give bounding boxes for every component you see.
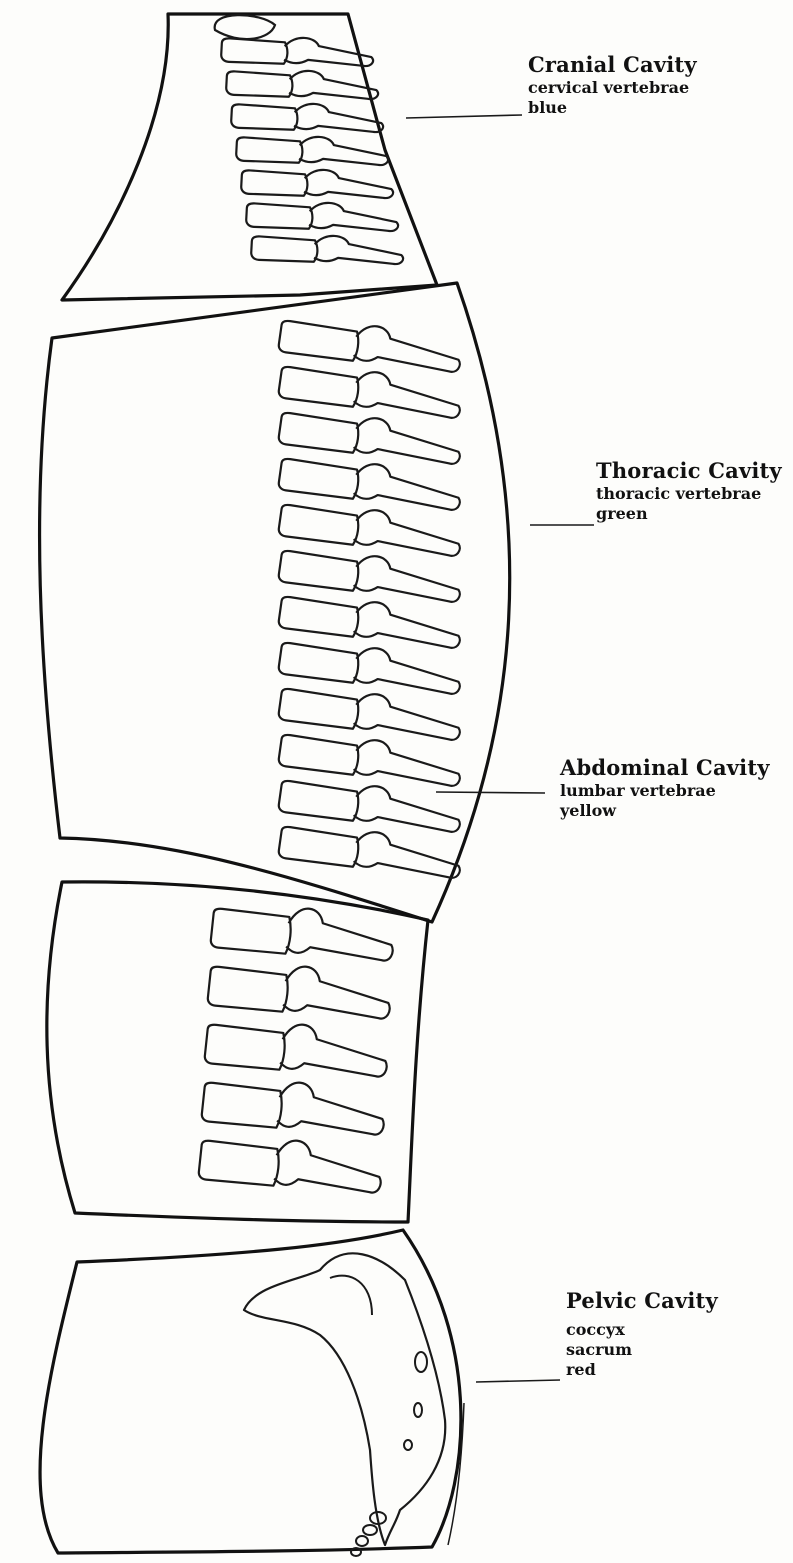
spinous-process	[286, 907, 397, 963]
abdominal-leader-line	[436, 792, 545, 793]
cranial-line-2: blue	[528, 98, 697, 118]
spinous-process	[309, 202, 399, 232]
spinous-process	[294, 103, 384, 133]
spinous-process	[353, 830, 463, 880]
vertebral-body	[210, 908, 292, 955]
pelvic-title: Pelvic Cavity	[566, 1288, 718, 1314]
spinous-process	[353, 370, 463, 420]
spinous-process	[314, 235, 404, 265]
vertebral-body	[278, 504, 360, 546]
spinous-process	[304, 169, 394, 199]
thoracic-vertebrae	[278, 313, 464, 882]
spinous-process	[277, 1081, 388, 1137]
spinous-process	[353, 462, 463, 512]
vertebral-body	[278, 826, 360, 868]
spinous-process	[283, 965, 394, 1021]
cranial-title: Cranial Cavity	[528, 52, 697, 78]
vertebral-body	[278, 780, 360, 822]
vertebral-body	[278, 458, 360, 500]
abdominal-title: Abdominal Cavity	[560, 755, 770, 781]
pelvic-panel	[40, 1230, 461, 1553]
pelvic-line-2: sacrum	[566, 1340, 718, 1360]
spinous-process	[280, 1023, 391, 1079]
cranial-leader-line	[406, 115, 522, 118]
sacral-foramen	[404, 1440, 412, 1450]
vertebral-body	[278, 642, 360, 684]
vertebral-body	[278, 320, 360, 362]
vertebral-body	[221, 38, 288, 65]
vertebra	[207, 957, 393, 1024]
cranial-label: Cranial Cavity cervical vertebrae blue	[528, 52, 697, 118]
spinous-process	[353, 692, 463, 742]
vertebra	[236, 133, 389, 169]
thoracic-title: Thoracic Cavity	[596, 458, 782, 484]
vertebral-body	[236, 137, 303, 164]
vertebral-body	[278, 688, 360, 730]
cranial-panel	[62, 14, 437, 300]
spinous-process	[353, 416, 463, 466]
vertebra	[201, 1073, 387, 1140]
vertebral-body	[226, 71, 293, 98]
vertebral-body	[198, 1140, 280, 1187]
sacral-foramen	[414, 1403, 422, 1417]
vertebra	[226, 67, 379, 103]
vertebral-body	[204, 1024, 286, 1071]
abdominal-panel	[47, 882, 428, 1222]
thoracic-line-2: green	[596, 504, 782, 524]
pelvic-label: Pelvic Cavity coccyx sacrum red	[566, 1288, 718, 1380]
vertebral-body	[241, 170, 308, 197]
abdominal-label: Abdominal Cavity lumbar vertebrae yellow	[560, 755, 770, 821]
spinous-process	[353, 508, 463, 558]
vertebral-body	[231, 104, 298, 131]
sacrum-outline	[244, 1253, 445, 1545]
thoracic-label: Thoracic Cavity thoracic vertebrae green	[596, 458, 782, 524]
spinous-process	[353, 646, 463, 696]
spinous-process	[353, 784, 463, 834]
vertebral-body	[278, 412, 360, 454]
vertebra	[231, 100, 384, 136]
vertebral-body	[278, 366, 360, 408]
spinous-process	[353, 554, 463, 604]
spinous-process	[353, 324, 463, 374]
vertebra	[278, 313, 464, 376]
vertebral-body	[207, 966, 289, 1013]
spinous-process	[299, 136, 389, 166]
thoracic-panel	[40, 283, 510, 922]
vertebra	[251, 232, 404, 268]
spinous-process	[274, 1139, 385, 1195]
vertebra	[198, 1131, 384, 1198]
vertebra	[246, 199, 399, 235]
lumbar-vertebrae	[198, 899, 396, 1198]
thoracic-line-1: thoracic vertebrae	[596, 484, 782, 504]
atlas-vertebra	[215, 15, 275, 39]
sacrum-inner-line	[330, 1276, 372, 1315]
vertebral-body	[201, 1082, 283, 1129]
spinous-process	[353, 738, 463, 788]
sacral-foramen	[415, 1352, 427, 1372]
vertebra	[241, 166, 394, 202]
vertebral-body	[246, 203, 313, 230]
pelvic-leader-line	[476, 1380, 560, 1382]
abdominal-line-2: yellow	[560, 801, 770, 821]
cervical-vertebrae	[221, 34, 404, 268]
pelvic-line-1: coccyx	[566, 1320, 718, 1340]
vertebral-body	[278, 596, 360, 638]
cranial-line-1: cervical vertebrae	[528, 78, 697, 98]
vertebral-body	[278, 734, 360, 776]
pelvic-line-3: red	[566, 1360, 718, 1380]
vertebral-body	[251, 236, 318, 263]
vertebral-body	[278, 550, 360, 592]
spinous-process	[353, 600, 463, 650]
abdominal-line-1: lumbar vertebrae	[560, 781, 770, 801]
vertebra	[204, 1015, 390, 1082]
